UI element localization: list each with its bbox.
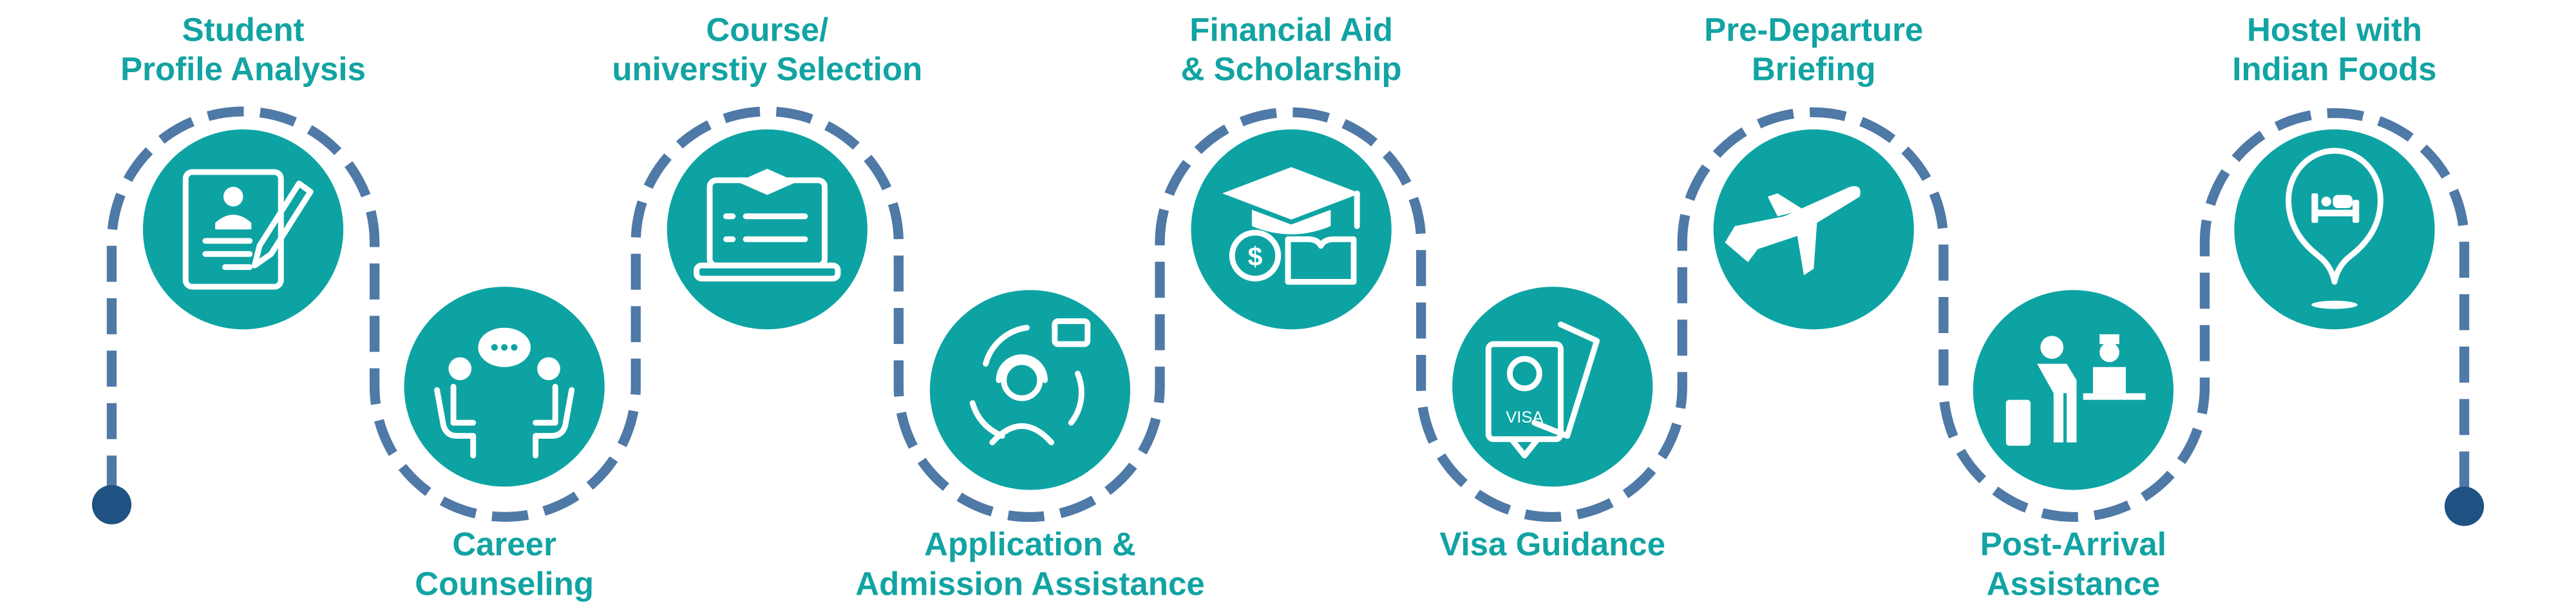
step-label-line2: Assistance: [1987, 565, 2160, 602]
svg-text:VISA: VISA: [1506, 408, 1543, 426]
step-label-line1: Career: [452, 526, 556, 562]
svg-text:$: $: [1248, 242, 1263, 271]
step-label-line1: Visa Guidance: [1439, 526, 1665, 562]
airplane-icon: [1725, 186, 1861, 276]
step-pre-departure-briefing: Pre-Departure Briefing: [1704, 12, 1923, 330]
step-label-line2: Counseling: [415, 565, 594, 602]
step-label-line1: Student: [182, 12, 305, 48]
step-career-counseling: Career Counseling: [404, 287, 605, 602]
step-label-line2: & Scholarship: [1181, 51, 1402, 88]
step-course-university-selection: Course/ universtiy Selection: [612, 12, 922, 330]
route-start-dot: [91, 484, 132, 524]
step-application-admission: Application & Admission Assistance: [855, 290, 1205, 602]
reception-traveler-icon: [2005, 334, 2146, 446]
step-label-line1: Course/: [706, 12, 828, 48]
dashed-route-path: [106, 106, 2470, 522]
step-label-line2: universtiy Selection: [612, 51, 922, 88]
step-label-line1: Financial Aid: [1189, 12, 1393, 48]
step-hostel-indian-foods: Hostel with Indian Foods: [2232, 12, 2437, 330]
passport-visa-icon: VISA: [1485, 321, 1600, 459]
route-end-dot: [2444, 486, 2485, 526]
step-label-line1: Application &: [924, 526, 1136, 562]
laptop-graduation-icon: [694, 168, 841, 282]
step-label-line1: Pre-Departure: [1704, 12, 1923, 48]
step-label-line2: Indian Foods: [2232, 51, 2436, 88]
step-label-line1: Post-Arrival: [1980, 526, 2166, 562]
step-student-profile-analysis: Student Profile Analysis: [120, 12, 366, 330]
support-headset-icon: [969, 318, 1091, 446]
step-post-arrival-assistance: Post-Arrival Assistance: [1973, 290, 2174, 602]
step-label-line2: Briefing: [1752, 51, 1876, 88]
profile-document-icon: [182, 169, 314, 290]
hostel-bed-pin-icon: [2286, 148, 2383, 309]
step-label-line2: Admission Assistance: [855, 565, 1204, 602]
counseling-conversation-icon: [434, 327, 575, 459]
step-financial-aid: Financial Aid & Scholarship $: [1181, 12, 1402, 330]
step-label-line1: Hostel with: [2247, 12, 2422, 48]
step-label-line2: Profile Analysis: [120, 51, 366, 88]
step-visa-guidance: VISA Visa Guidance: [1439, 287, 1665, 562]
